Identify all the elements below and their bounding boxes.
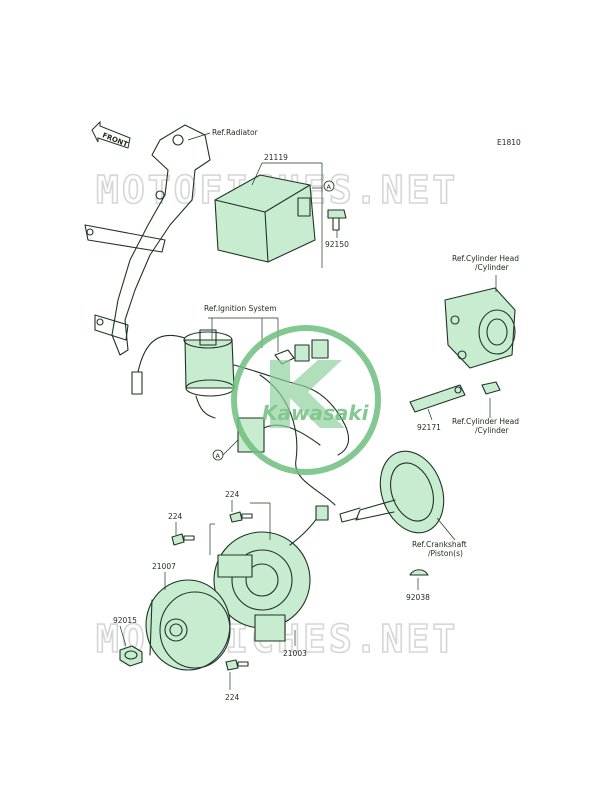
label-ref-cylinder-top: /Cylinder [475,263,509,272]
label-224-bottom: 224 [225,693,240,702]
label-92015: 92015 [113,616,137,625]
kawasaki-logo-text: Kawasaki [262,401,370,425]
label-92171: 92171 [417,423,441,432]
flywheel-rotor [145,579,231,671]
cylinder-head [444,287,516,369]
label-ref-crankshaft: Ref.Crankshaft [412,540,467,549]
stay-92171 [409,381,501,413]
label-ref-cylinder-mid: /Cylinder [475,426,509,435]
nut-92015 [119,645,143,667]
label-ref-radiator: Ref.Radiator [212,128,259,137]
label-ref-cylinder-head-top: Ref.Cylinder Head [452,254,519,263]
callout-a-top: A [323,180,335,192]
screw-224-bottom [225,659,249,671]
callout-a-lower-label: A [216,452,221,460]
label-ref-ignition-system: Ref.Ignition System [204,304,277,313]
label-224-left: 224 [168,512,183,521]
callout-a-top-label: A [327,183,332,191]
front-arrow-icon: FRONT [91,120,131,149]
label-224-top: 224 [225,490,240,499]
screw-224-top [229,511,253,523]
stator [213,505,329,642]
kawasaki-logo: Kawasaki [231,325,381,475]
radiator-bracket [84,124,211,356]
label-92150: 92150 [325,240,349,249]
screw-224-left [171,533,195,546]
crankshaft [339,450,445,534]
bolt-92150 [327,209,347,231]
label-ref-cylinder-head-mid: Ref.Cylinder Head [452,417,519,426]
label-21007: 21007 [152,562,176,571]
label-21119: 21119 [264,153,288,162]
ecu-box [214,174,316,263]
label-92038: 92038 [406,593,430,602]
woodruff-key-92038 [409,569,429,576]
callout-a-lower: A [212,449,224,461]
ignition-coil [131,329,235,419]
diagram-id: E1810 [497,138,521,147]
label-ref-piston: /Piston(s) [428,549,463,558]
label-21003: 21003 [283,649,307,658]
